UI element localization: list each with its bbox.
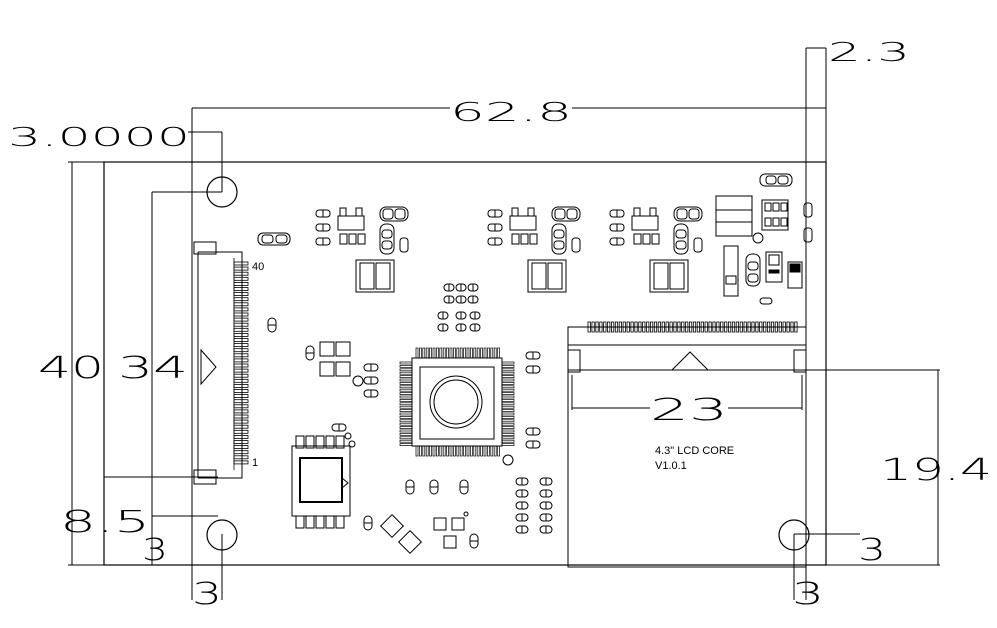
dim-board-height: 40 <box>38 351 104 386</box>
pin-first-label: 40 <box>252 261 264 273</box>
dimension-labels: 3.0000 62.8 2.3 40 34 8.5 3 3 23 19.4 3 … <box>8 38 992 612</box>
mounting-hole-bottom-right <box>778 519 810 551</box>
crystal-parts <box>379 511 469 555</box>
dim-board-width: 62.8 <box>450 98 572 128</box>
version-label: V1.0.1 <box>655 460 687 472</box>
dim-connector-height: 34 <box>118 351 188 386</box>
pin-last-label: 1 <box>252 457 258 469</box>
dim-hole-bottom-left-below: 3 <box>192 577 222 612</box>
qfp-pin-rows <box>399 347 515 457</box>
dim-bottom-offset: 8.5 <box>60 505 150 540</box>
pin1-triangle-marker <box>670 351 710 371</box>
dim-right-margin: 2.3 <box>828 38 910 68</box>
lcd-pin-row <box>587 321 798 333</box>
power-section <box>715 173 813 305</box>
silkscreen-labels: 40 1 4.3" LCD CORE V1.0.1 <box>252 261 734 472</box>
dim-hole-bottom-right-below: 3 <box>792 577 824 612</box>
lcd-fpc-connector <box>567 321 807 568</box>
left-side-components <box>257 232 364 387</box>
dimension-lines <box>68 47 940 600</box>
passive-components <box>267 283 553 549</box>
dim-hole-bottom-left: 3 <box>142 533 168 568</box>
dim-hole-offset-top: 3.0000 <box>8 123 190 153</box>
dim-lcd-zone-height: 19.4 <box>880 453 992 488</box>
board-name-label: 4.3" LCD CORE <box>655 445 734 457</box>
regulator-blocks <box>315 206 703 293</box>
sop-pins <box>295 435 345 529</box>
dim-lcd-connector-width: 23 <box>650 393 728 428</box>
mounting-hole-top-left <box>206 176 238 208</box>
sop-ic <box>291 432 356 529</box>
dim-hole-bottom-right: 3 <box>858 533 886 568</box>
fpc-connector-40pin <box>193 241 249 485</box>
main-qfp-ic <box>399 347 515 466</box>
fpc-pin-row <box>233 258 249 470</box>
mounting-holes <box>206 176 810 551</box>
mounting-hole-bottom-left <box>206 519 238 551</box>
